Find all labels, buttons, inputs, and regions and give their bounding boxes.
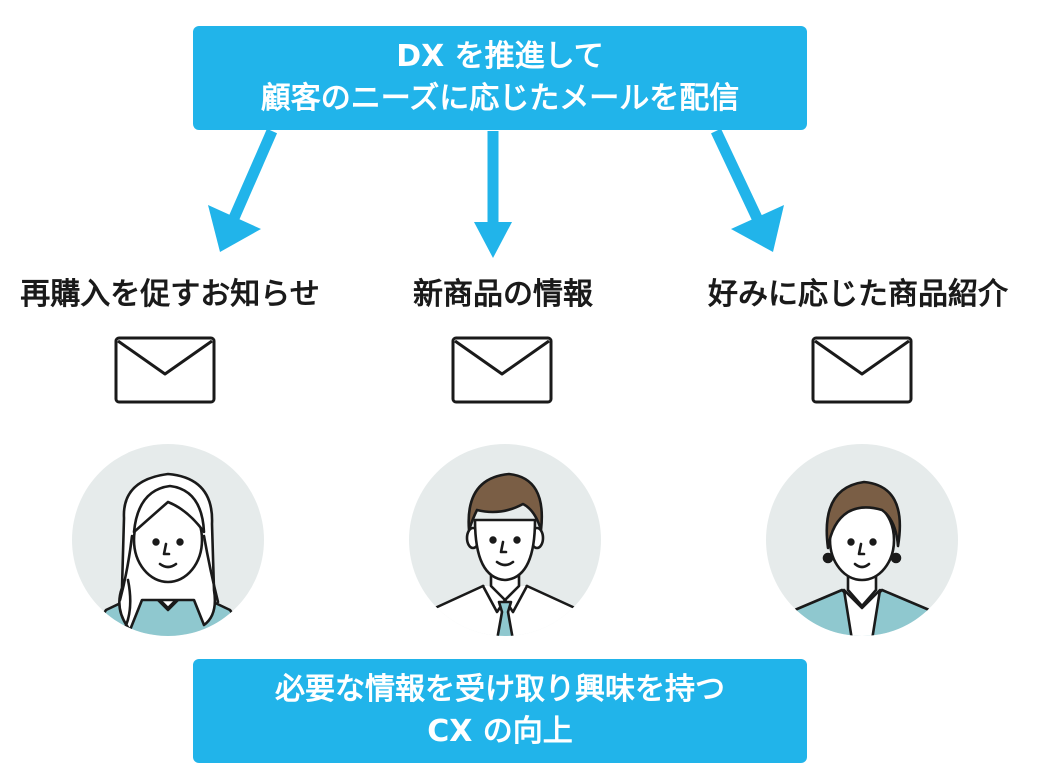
woman-long-hair-avatar — [72, 444, 264, 636]
woman-short-hair-avatar — [766, 444, 958, 636]
arrow-center — [474, 131, 512, 258]
top-banner-line-2: 顧客のニーズに応じたメールを配信 — [260, 81, 740, 116]
envelope-icon — [451, 336, 553, 404]
man-with-tie-avatar — [409, 444, 601, 636]
top-banner-line-1: DX を推進して — [396, 39, 604, 74]
arrow-left — [208, 128, 278, 252]
envelope-icon — [811, 336, 913, 404]
top-banner: DX を推進して 顧客のニーズに応じたメールを配信 — [193, 26, 807, 130]
label-repurchase-notice: 再購入を促すお知らせ — [20, 277, 320, 312]
bottom-banner-line-1: 必要な情報を受け取り興味を持つ — [275, 672, 725, 707]
arrow-right — [711, 128, 784, 252]
bottom-banner: 必要な情報を受け取り興味を持つ CX の向上 — [193, 659, 807, 763]
label-new-product-info: 新商品の情報 — [413, 277, 593, 312]
bottom-banner-line-2: CX の向上 — [427, 714, 573, 749]
label-preference-recommendation: 好みに応じた商品紹介 — [708, 277, 1008, 312]
envelope-icon — [114, 336, 216, 404]
